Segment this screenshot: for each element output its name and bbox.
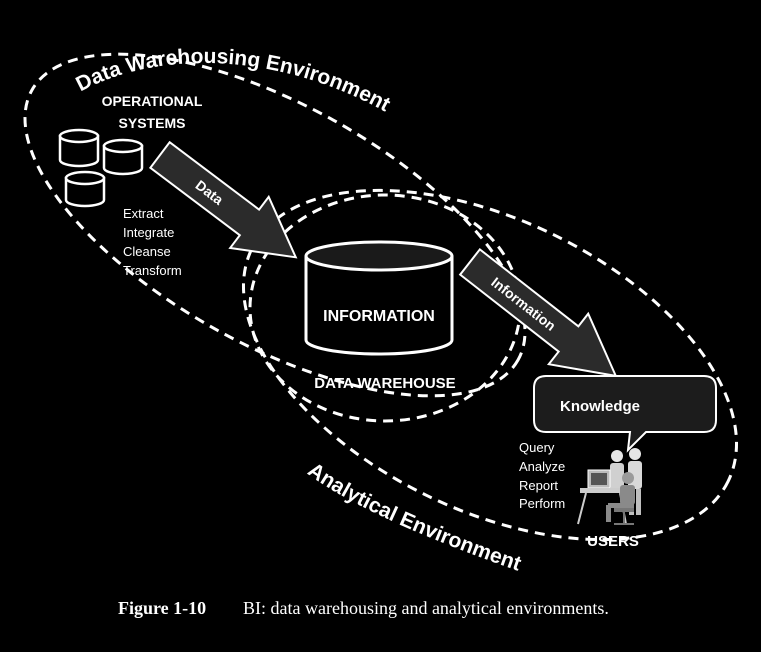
data-arrow: Data: [148, 140, 298, 259]
user-action-report: Report: [519, 478, 558, 493]
user-action-query: Query: [519, 440, 555, 455]
data-warehouse-label: DATA WAREHOUSE: [314, 375, 455, 392]
figure-number: Figure 1-10: [118, 598, 206, 618]
figure-caption: Figure 1-10 BI: data warehousing and ana…: [118, 598, 609, 618]
process-step-transform: Transform: [123, 263, 182, 278]
user-action-analyze: Analyze: [519, 459, 565, 474]
operational-database-icon: [64, 170, 106, 208]
knowledge-label: Knowledge: [560, 398, 640, 415]
process-step-extract: Extract: [123, 206, 164, 221]
user-action-perform: Perform: [519, 496, 565, 511]
information-cylinder-label: INFORMATION: [323, 308, 435, 325]
operational-database-icon: [58, 128, 100, 168]
data-warehouse-cylinder: [304, 240, 454, 356]
process-step-integrate: Integrate: [123, 225, 174, 240]
operational-systems-label-line2: SYSTEMS: [119, 115, 186, 131]
figure-caption-text: BI: data warehousing and analytical envi…: [243, 598, 609, 618]
operational-database-icon: [102, 138, 144, 176]
analytical-environment-boundary: [241, 188, 739, 542]
analytical-environment-label: Analytical Environment: [304, 458, 524, 575]
users-workstation-illustration: [577, 448, 642, 525]
knowledge-bubble: [533, 375, 717, 453]
operational-systems-label-line1: OPERATIONAL: [102, 93, 203, 109]
users-label: USERS: [587, 533, 639, 550]
data-warehousing-environment-boundary: [23, 52, 527, 398]
process-step-cleanse: Cleanse: [123, 244, 171, 259]
